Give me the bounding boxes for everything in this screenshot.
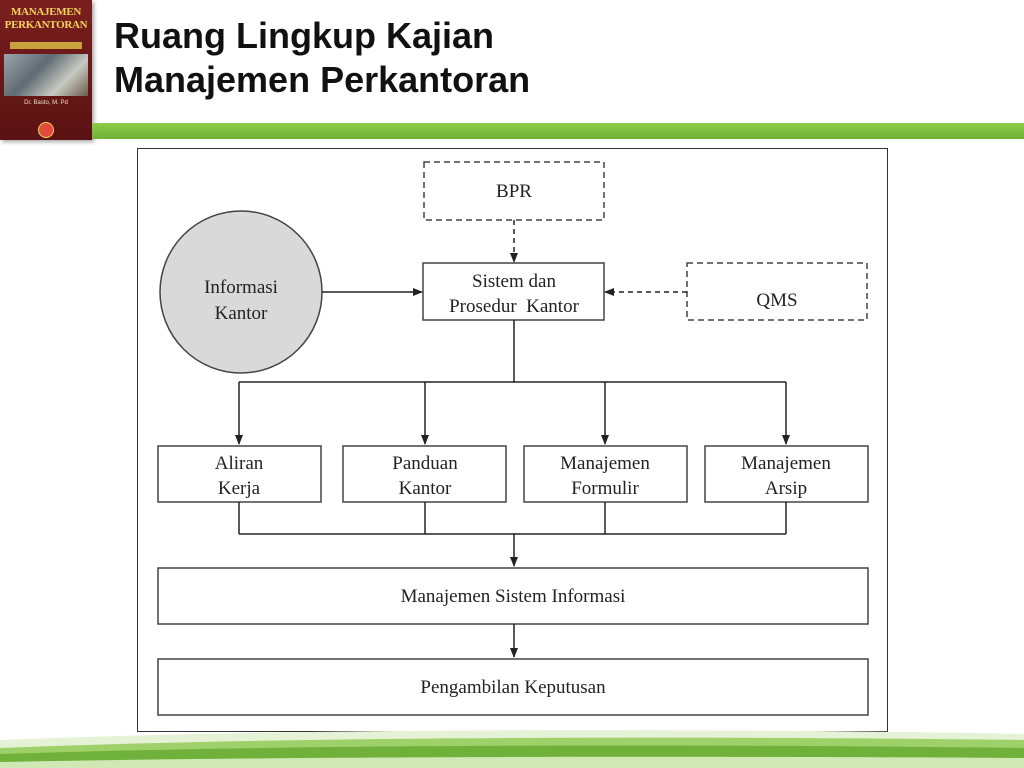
sistem-prosedur-box: Sistem dan Prosedur Kantor bbox=[422, 262, 605, 321]
flow-diagram: BPR Informasi Kantor Sistem dan Prosedur… bbox=[157, 161, 869, 716]
publisher-logo-icon bbox=[38, 122, 54, 138]
manajemen-sistem-informasi-label: Manajemen Sistem Informasi bbox=[401, 586, 626, 607]
diagram-frame: BPR Informasi Kantor Sistem dan Prosedur… bbox=[137, 148, 888, 732]
slide-title-line1: Ruang Lingkup Kajian bbox=[114, 15, 495, 56]
manajemen-arsip-label-line1: Manajemen bbox=[741, 453, 831, 474]
informasi-kantor-label-line1: Informasi bbox=[204, 277, 278, 298]
book-cover-author: Dr. Basto, M. Pd bbox=[24, 100, 68, 106]
fanin-connector bbox=[238, 502, 787, 567]
panduan-kantor-label-line1: Panduan bbox=[392, 453, 458, 474]
sistem-prosedur-label-line1: Sistem dan bbox=[472, 271, 556, 292]
panduan-kantor-label-line2: Kantor bbox=[399, 478, 452, 499]
aliran-kerja-label-line1: Aliran bbox=[215, 453, 264, 474]
informasi-kantor-circle: Informasi Kantor bbox=[159, 210, 323, 374]
bpr-label: BPR bbox=[496, 181, 532, 202]
manajemen-arsip-label-line2: Arsip bbox=[765, 478, 807, 499]
aliran-kerja-box: Aliran Kerja bbox=[157, 445, 322, 503]
manajemen-arsip-box: Manajemen Arsip bbox=[704, 445, 869, 503]
title-underline-bar bbox=[92, 123, 1024, 139]
bpr-box: BPR bbox=[423, 161, 605, 221]
qms-box: QMS bbox=[686, 262, 868, 321]
book-cover-photo bbox=[4, 54, 88, 96]
slide-title: Ruang Lingkup Kajian Manajemen Perkantor… bbox=[114, 14, 530, 102]
slide-title-line2: Manajemen Perkantoran bbox=[114, 59, 531, 100]
manajemen-formulir-label-line1: Manajemen bbox=[560, 453, 650, 474]
aliran-kerja-label-line2: Kerja bbox=[218, 478, 261, 499]
manajemen-sistem-informasi-box: Manajemen Sistem Informasi bbox=[157, 567, 869, 625]
book-cover-title-line2: PERKANTORAN bbox=[4, 19, 88, 31]
pengambilan-keputusan-label: Pengambilan Keputusan bbox=[420, 677, 606, 698]
book-cover-title: MANAJEMEN PERKANTORAN bbox=[3, 6, 89, 32]
fanout-connector bbox=[235, 320, 790, 445]
pengambilan-keputusan-box: Pengambilan Keputusan bbox=[157, 658, 869, 716]
panduan-kantor-box: Panduan Kantor bbox=[342, 445, 507, 503]
book-cover-image: MANAJEMEN PERKANTORAN Dr. Basto, M. Pd bbox=[0, 0, 92, 140]
informasi-kantor-label-line2: Kantor bbox=[215, 303, 268, 324]
manajemen-formulir-label-line2: Formulir bbox=[571, 478, 639, 499]
qms-label: QMS bbox=[756, 290, 797, 311]
footer-wave-decoration bbox=[0, 730, 1024, 768]
sistem-prosedur-label-line2: Prosedur Kantor bbox=[449, 296, 579, 317]
manajemen-formulir-box: Manajemen Formulir bbox=[523, 445, 688, 503]
book-cover-title-line1: MANAJEMEN bbox=[10, 6, 81, 18]
book-cover-subtitle-band bbox=[10, 42, 82, 49]
